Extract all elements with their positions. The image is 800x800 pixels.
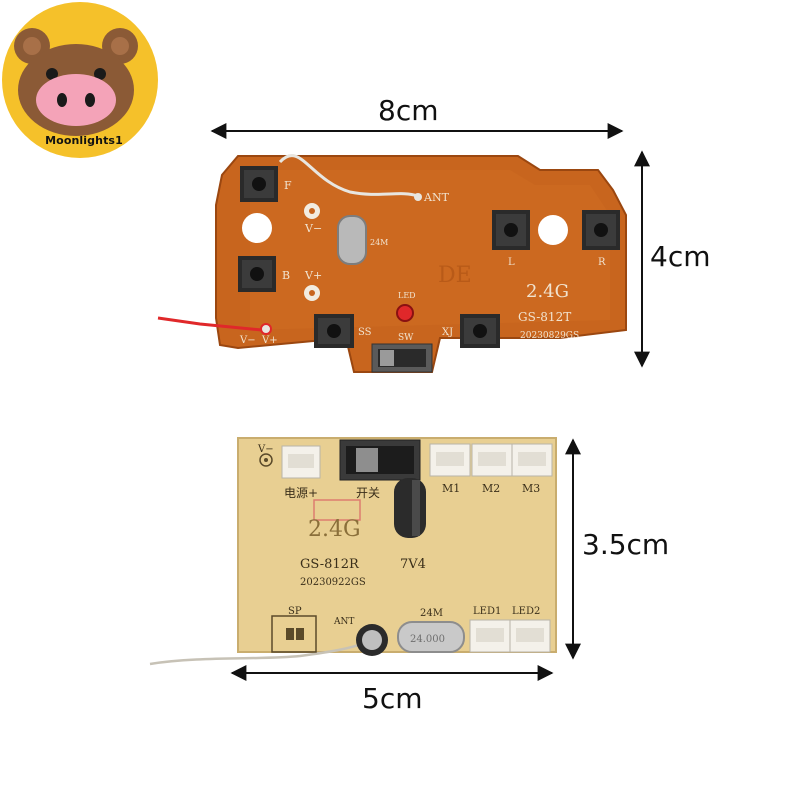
label-m3: M3 [522,482,540,495]
button-l [492,210,530,250]
label-m1: M1 [442,482,460,495]
label-r: R [598,257,606,268]
label-ant: ANT [423,191,450,204]
led2-connector [509,619,551,653]
label-ant: ANT [333,617,354,627]
mounting-hole [242,213,272,243]
receiver-height-label: 3.5cm [582,528,670,561]
label-led2: LED2 [512,606,540,617]
transmitter-height-label: 4cm [650,240,711,273]
label-switch: 开关 [356,486,380,500]
button-b [238,256,276,292]
label-led1: LED1 [473,606,501,617]
label-xj: XJ [442,327,453,338]
button-xj [460,314,500,348]
label-power: 电源+ [284,486,318,500]
label-v-minus: V− [304,222,322,235]
led1-connector [469,619,511,653]
transmitter-board: F B ANT V− V+ 24M DE L R LED SS XJ SW V−… [157,154,627,373]
label-sw: SW [398,333,414,343]
receiver-board: V− 电源+ 开关 M1 M2 M3 2.4G GS-812R 7V4 2023… [149,437,557,666]
m3-connector [511,443,553,477]
label-m2: M2 [482,482,500,495]
m2-connector [471,443,513,477]
model-label: GS-812T [518,310,571,324]
transmitter-width-label: 8cm [378,94,439,127]
label-v-minus: V− [257,444,274,455]
label-stamp: DE [438,263,472,288]
label-f: F [284,179,292,192]
brand-logo [0,0,160,160]
label-crystal: 24M [370,238,388,247]
led-indicator [396,304,414,322]
frequency-label: 2.4G [526,281,569,302]
voltage-label: 7V4 [400,557,426,572]
date-code-label: 20230829GS [520,331,579,341]
speaker-pad [271,615,317,653]
crystal-marking: 24.000 [410,634,445,645]
button-ss [314,314,354,348]
m1-connector [429,443,471,477]
date-code-label: 20230922GS [300,577,366,588]
frequency-label: 2.4G [308,517,361,542]
label-sp: SP [288,606,302,617]
capacitor-large [394,478,426,538]
label-v-minus-pad: V− [239,335,256,346]
button-r [582,210,620,250]
model-label: GS-812R [300,557,360,572]
receiver-width-label: 5cm [362,682,423,715]
label-crystal: 24M [420,608,443,619]
label-b: B [282,269,290,282]
crystal-oscillator [337,215,367,265]
mounting-hole [538,215,568,245]
label-l: L [508,257,515,268]
crystal-oscillator [397,621,465,653]
label-led: LED [398,291,416,300]
power-connector [281,445,321,479]
watermark-text: Moonlights1 [45,134,123,147]
label-ss: SS [358,327,372,338]
label-v-plus-pad: V+ [261,335,278,346]
button-f [240,166,278,202]
label-v-plus: V+ [304,269,322,282]
